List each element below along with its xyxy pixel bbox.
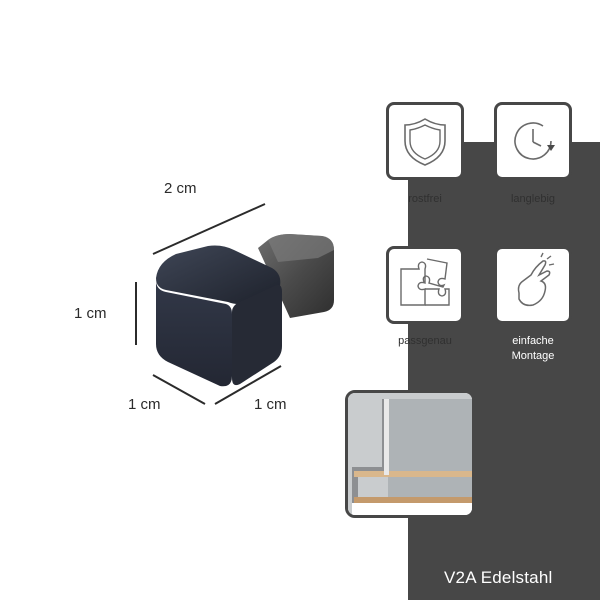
cap-top bbox=[156, 245, 281, 304]
installation-photo bbox=[345, 390, 475, 518]
dimension-line-length bbox=[152, 203, 266, 255]
feature-card-passgenau bbox=[386, 246, 464, 324]
feature-label-rostfrei: rostfrei bbox=[408, 193, 442, 205]
dimension-length-label: 2 cm bbox=[164, 180, 197, 197]
feature-label-einfache-montage: einfache Montage bbox=[511, 335, 555, 362]
shield-icon bbox=[404, 118, 446, 166]
dimension-line-depth-right bbox=[214, 365, 282, 405]
dimension-depth-right-label: 1 cm bbox=[254, 396, 287, 413]
feature-card-langlebig bbox=[494, 102, 572, 180]
feature-label-langlebig: langlebig bbox=[510, 193, 556, 205]
dimension-depth-left-label: 1 cm bbox=[128, 396, 161, 413]
cap-right bbox=[232, 284, 282, 386]
feature-card-einfache-montage bbox=[494, 246, 572, 324]
hand-snap-icon bbox=[517, 252, 555, 307]
dimension-line-depth-left bbox=[152, 374, 206, 405]
dimension-height-label: 1 cm bbox=[74, 305, 107, 322]
cap-left bbox=[156, 280, 232, 387]
feature-label-passgenau: passgenau bbox=[398, 335, 452, 347]
puzzle-icon bbox=[400, 258, 450, 306]
material-label: V2A Edelstahl bbox=[444, 568, 553, 587]
clock-icon bbox=[514, 122, 555, 160]
feature-card-rostfrei bbox=[386, 102, 464, 180]
info-panel bbox=[408, 142, 600, 600]
